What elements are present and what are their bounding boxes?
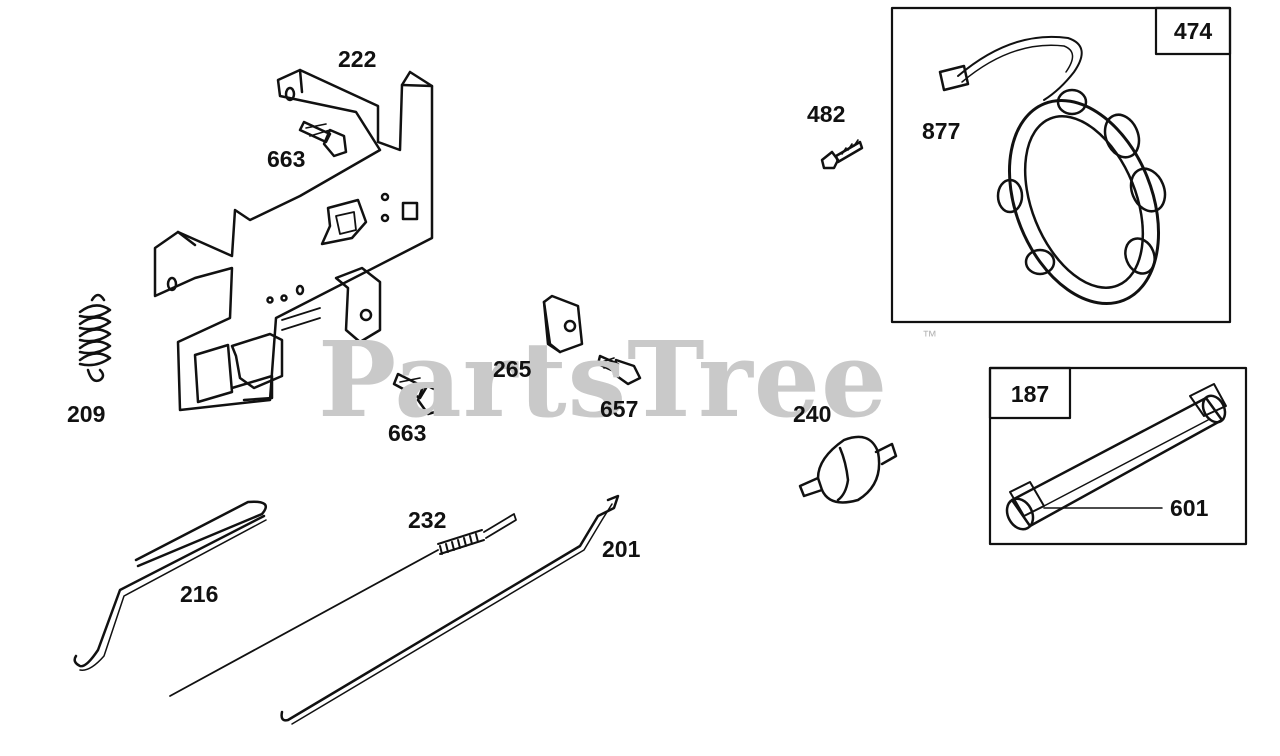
label-663-lower: 663 — [388, 420, 427, 446]
link-216-part — [73, 500, 267, 671]
trademark-symbol: ™ — [922, 328, 937, 345]
watermark: PartsTree — [318, 318, 889, 441]
label-216: 216 — [180, 581, 219, 607]
box-474-label-frame — [1154, 6, 1232, 56]
screw-482-part — [820, 139, 864, 170]
fuel-filter-240-part — [798, 435, 898, 504]
fuel-line-187-part — [1005, 383, 1227, 531]
spring-209-part — [78, 293, 112, 383]
box-label-474: 474 — [1173, 18, 1213, 44]
label-222: 222 — [338, 46, 377, 72]
bolt-657-part — [596, 354, 642, 386]
label-232: 232 — [408, 507, 447, 533]
screw-663-upper-part — [298, 120, 348, 158]
box-474-frame — [890, 6, 1232, 324]
label-240: 240 — [793, 401, 832, 427]
clip-265-part — [542, 294, 584, 354]
box-187-frame — [988, 366, 1248, 546]
screw-663-lower-part — [392, 372, 444, 416]
label-209: 209 — [67, 401, 106, 427]
box-label-187: 187 — [1010, 381, 1050, 407]
label-601: 601 — [1170, 495, 1209, 521]
label-482: 482 — [807, 101, 846, 127]
box-187-label-frame — [988, 366, 1072, 420]
label-265: 265 — [493, 356, 532, 382]
label-663-upper: 663 — [267, 146, 306, 172]
stator-877-part — [938, 35, 1167, 306]
label-201: 201 — [602, 536, 641, 562]
governor-spring-232-part — [169, 513, 517, 697]
label-877: 877 — [922, 118, 961, 144]
control-bracket-part — [153, 68, 434, 412]
label-657: 657 — [600, 396, 639, 422]
link-201-part — [280, 494, 620, 725]
